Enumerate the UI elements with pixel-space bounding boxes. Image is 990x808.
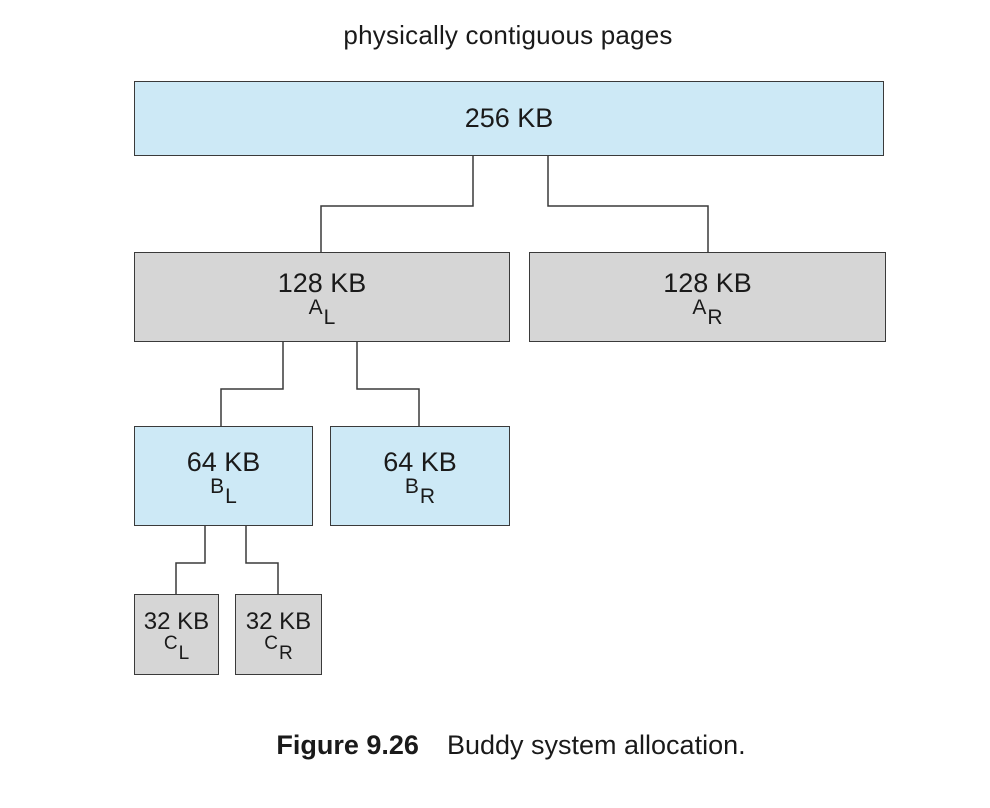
connector-bl-to-cr (245, 526, 279, 594)
connector-al-to-bl (220, 342, 284, 426)
block-64kb-br: 64 KB BR (330, 426, 510, 526)
connector-bl-to-cl (175, 526, 206, 594)
figure-caption: Figure 9.26 Buddy system allocation. (0, 730, 990, 761)
block-id-label: AR (692, 296, 723, 329)
diagram-title: physically contiguous pages (343, 20, 673, 50)
block-size-label: 32 KB (143, 608, 210, 635)
block-size-label: 32 KB (245, 608, 312, 635)
block-size-label: 256 KB (464, 103, 554, 133)
block-id-label: BR (404, 475, 436, 508)
connector-root-to-al (320, 155, 474, 252)
connector-root-to-ar (547, 155, 709, 252)
block-size-label: 128 KB (277, 268, 367, 298)
block-size-label: 128 KB (663, 268, 752, 298)
connector-al-to-br (356, 342, 420, 426)
block-256kb-root: 256 KB (134, 81, 884, 156)
block-64kb-bl: 64 KB BL (134, 426, 313, 526)
block-id-label: BL (210, 475, 237, 508)
figure-number: Figure 9.26 (276, 730, 419, 760)
block-128kb-ar: 128 KB AR (529, 252, 886, 342)
block-32kb-cl: 32 KB CL (134, 594, 219, 675)
block-id-label: CR (264, 633, 293, 664)
block-size-label: 64 KB (383, 447, 457, 477)
block-size-label: 64 KB (186, 447, 261, 477)
block-32kb-cr: 32 KB CR (235, 594, 322, 675)
block-id-label: CL (163, 633, 190, 664)
block-128kb-al: 128 KB AL (134, 252, 510, 342)
figure-caption-text: Buddy system allocation. (446, 730, 746, 760)
block-id-label: AL (308, 296, 336, 329)
